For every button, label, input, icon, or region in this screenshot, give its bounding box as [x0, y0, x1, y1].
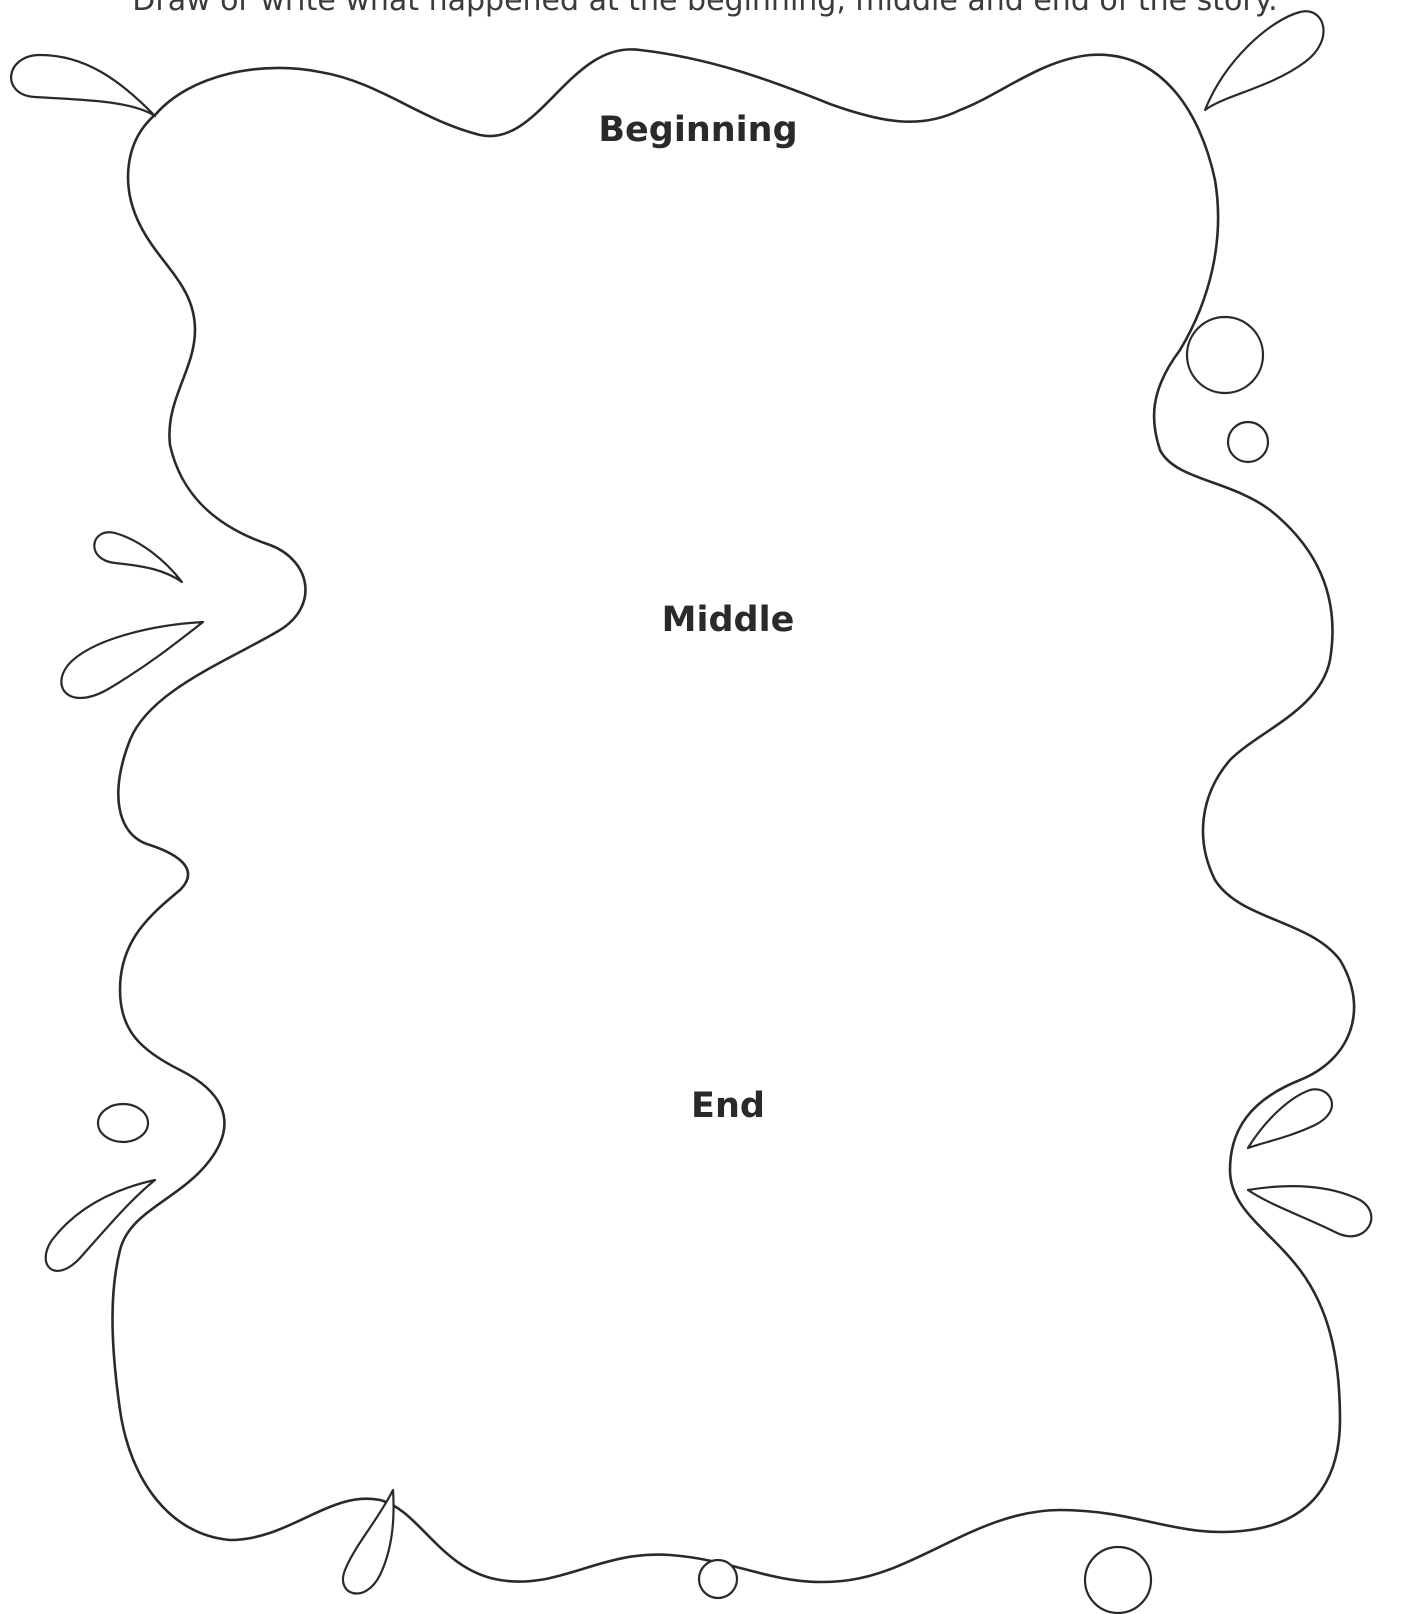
splash-drop-top-right [1205, 11, 1324, 110]
splash-drop-top-left [11, 55, 155, 116]
middle-writing-area[interactable] [230, 660, 1264, 1064]
splash-drop-left-small [94, 532, 182, 582]
splash-drop-right-lower [1248, 1186, 1371, 1236]
section-label-beginning: Beginning [548, 110, 848, 150]
end-writing-area[interactable] [230, 1145, 1264, 1509]
section-label-middle: Middle [578, 600, 878, 640]
section-label-end: End [578, 1086, 878, 1126]
splash-drop-left-bottom [46, 1180, 155, 1271]
splash-bubble-bottom-right [1085, 1547, 1151, 1613]
splash-bubble-bottom-center [699, 1560, 737, 1598]
beginning-writing-area[interactable] [230, 175, 1264, 569]
splash-bubble-left [98, 1104, 148, 1142]
splash-drop-right-upper [1248, 1089, 1332, 1148]
